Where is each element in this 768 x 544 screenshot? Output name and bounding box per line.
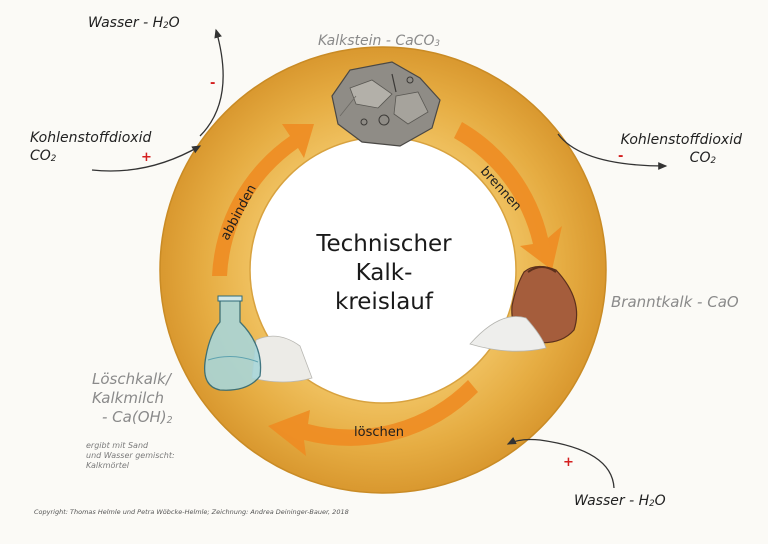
water-in-label: Wasser - H2O xyxy=(574,493,666,509)
cycle-title: Technischer Kalk- kreislauf xyxy=(284,230,484,317)
limestone-illustration xyxy=(331,61,441,147)
brennen-arrow xyxy=(454,122,562,270)
loeschen-label: löschen xyxy=(354,425,404,440)
branntkalk-label: Branntkalk - CaO xyxy=(611,293,739,311)
title-line-3: kreislauf xyxy=(335,289,433,315)
abbinden-arrow xyxy=(212,124,314,276)
co2-out-arrow xyxy=(557,133,668,170)
kalkstein-label: Kalkstein - CaCO3 xyxy=(318,33,441,49)
co2-in-arrow xyxy=(91,145,202,172)
water-in-sign: + xyxy=(563,455,574,470)
mortar-note: ergibt mit Sand und Wasser gemischt: Kal… xyxy=(86,441,175,470)
water-out-label: Wasser - H2O xyxy=(88,15,180,31)
quicklime-illustration xyxy=(469,265,578,352)
title-line-1: Technischer xyxy=(316,231,452,257)
co2-in-sign: + xyxy=(141,150,152,165)
title-line-2: Kalk- xyxy=(355,260,413,286)
loeschen-arrow xyxy=(268,380,478,456)
copyright-text: Copyright: Thomas Helmle und Petra Wöbck… xyxy=(34,508,349,516)
water-out-sign: - xyxy=(210,76,216,91)
co2-out-label: Kohlenstoffdioxid CO2 xyxy=(620,132,742,166)
loeschkalk-label: Löschkalk/ Kalkmilch - Ca(OH)2 xyxy=(92,370,173,426)
water-in-arrow xyxy=(506,437,615,489)
co2-out-sign: - xyxy=(618,149,624,164)
co2-in-label: Kohlenstoffdioxid CO2 xyxy=(30,130,152,164)
slaked-lime-illustration xyxy=(203,295,313,391)
water-out-arrow xyxy=(199,28,224,137)
